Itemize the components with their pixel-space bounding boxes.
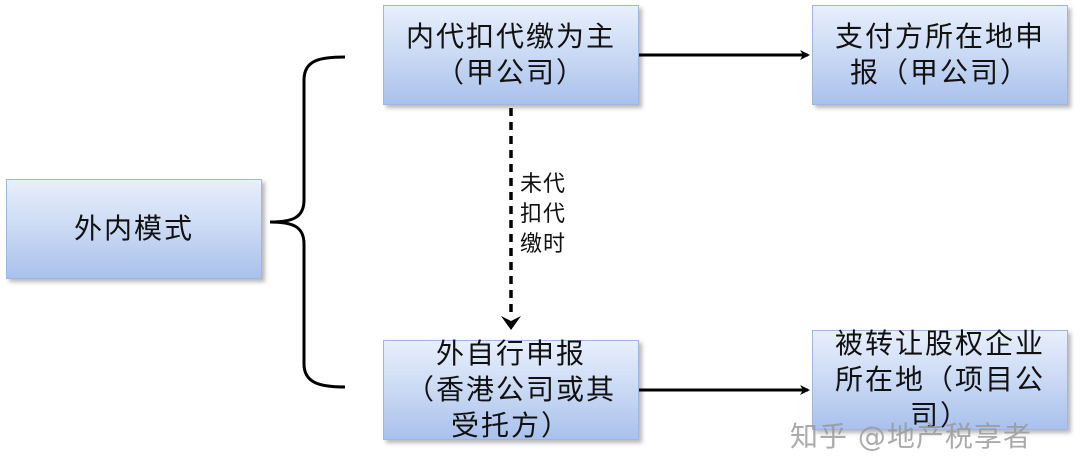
node-self-declaration: 外自行申报 （香港公司或其 受托方） — [383, 337, 639, 442]
watermark: 知乎 @地产税享者 — [790, 420, 1032, 453]
node-project-company-location: 被转让股权企业 所在地（项目公 司） — [812, 327, 1068, 432]
edge-label-not-withheld: 未代 扣代 缴时 — [520, 172, 567, 257]
grouping-brace — [269, 55, 346, 389]
node-outbound-inbound-mode: 外内模式 — [6, 179, 262, 279]
dashed-arrow-head — [501, 316, 521, 330]
node-payer-location-declaration: 支付方所在地申 报（甲公司） — [812, 5, 1068, 105]
node-withholding-primary: 内代扣代缴为主 （甲公司） — [383, 5, 639, 105]
